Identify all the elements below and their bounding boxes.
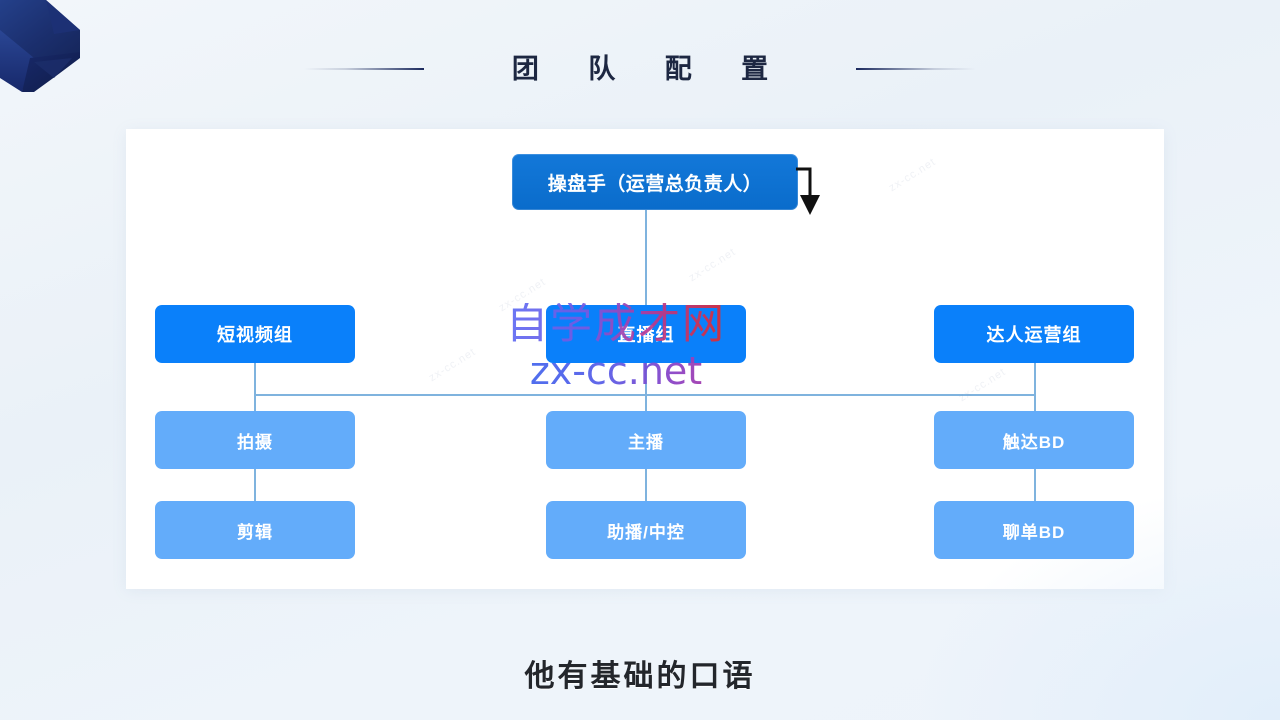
node-root-operator[interactable]: 操盘手（运营总负责人） (512, 154, 798, 210)
connector-reachbd-to-chatbd (1034, 468, 1036, 512)
node-leaf-shooting[interactable]: 拍摄 (155, 411, 355, 469)
ghost-watermark: zx-cc.net (886, 155, 939, 195)
node-leaf-chat-bd[interactable]: 聊单BD (934, 501, 1134, 559)
connector-root-stem (645, 209, 647, 395)
connector-live-to-host (645, 362, 647, 442)
connector-shortvideo-to-shoot (254, 362, 256, 442)
org-chart: zx-cc.net zx-cc.net zx-cc.net zx-cc.net … (126, 129, 1164, 589)
down-arrow-pointer (794, 163, 834, 219)
slide-header: 团 队 配 置 (0, 40, 1280, 98)
connector-host-to-assistant (645, 468, 647, 512)
slide-caption: 他有基础的口语 (524, 659, 756, 694)
ghost-watermark: zx-cc.net (956, 365, 1009, 405)
page-title: 团 队 配 置 (511, 53, 789, 85)
ghost-watermark: zx-cc.net (686, 245, 739, 285)
node-leaf-host[interactable]: 主播 (546, 411, 746, 469)
node-group-short-video[interactable]: 短视频组 (155, 305, 355, 363)
node-leaf-reach-bd[interactable]: 触达BD (934, 411, 1134, 469)
divider-line-left (303, 68, 424, 70)
node-leaf-assistant-control[interactable]: 助播/中控 (546, 501, 746, 559)
ghost-watermark: zx-cc.net (496, 275, 549, 315)
node-leaf-editing[interactable]: 剪辑 (155, 501, 355, 559)
connector-talent-to-reachbd (1034, 362, 1036, 442)
node-group-live-stream[interactable]: 直播组 (546, 305, 746, 363)
ghost-watermark: zx-cc.net (426, 345, 479, 385)
content-card: zx-cc.net zx-cc.net zx-cc.net zx-cc.net … (126, 129, 1164, 589)
divider-line-right (856, 68, 977, 70)
node-group-talent-ops[interactable]: 达人运营组 (934, 305, 1134, 363)
connector-shoot-to-edit (254, 468, 256, 512)
